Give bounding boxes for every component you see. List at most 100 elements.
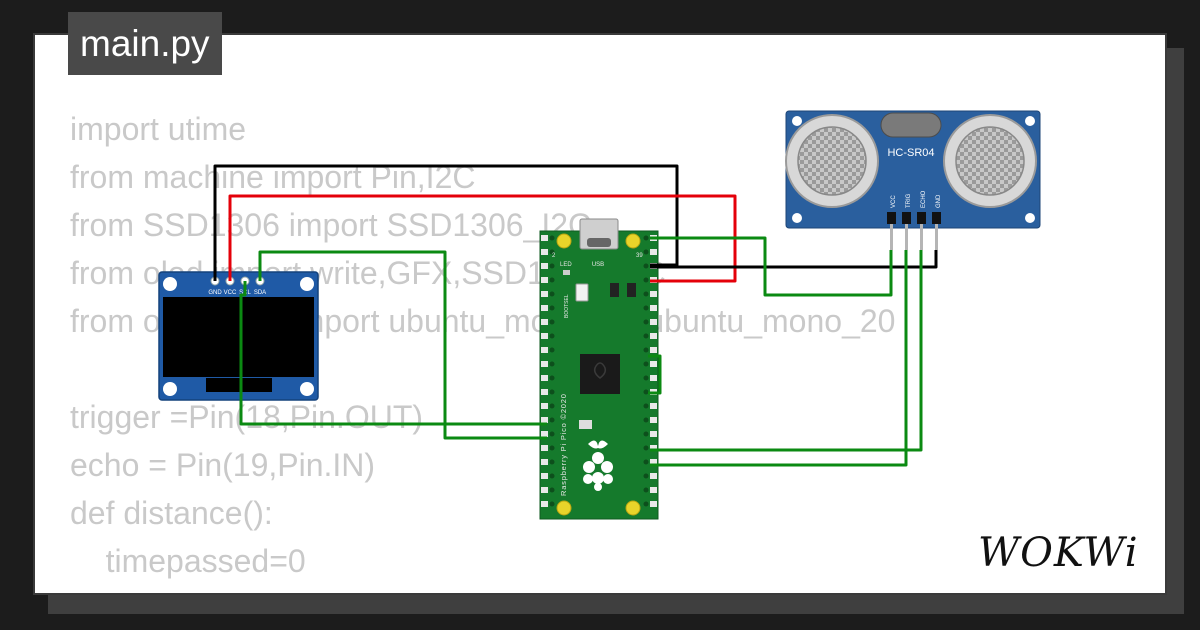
pico-pin-left[interactable] (541, 459, 548, 465)
pico-pin-2-label: 2 (552, 253, 556, 259)
pico-mount-hole-icon (556, 500, 572, 516)
code-line: timepassed=0 (70, 543, 306, 579)
pico-pin-left[interactable] (541, 445, 548, 451)
pico-pin-left[interactable] (541, 305, 548, 311)
oled-pin-label-gnd: GND (208, 290, 222, 296)
wire-pico-jumper[interactable] (648, 354, 662, 395)
pico-pin-pad-left (549, 445, 555, 451)
pico-chip-logo-icon (593, 362, 607, 379)
pico-pin-left[interactable] (541, 487, 548, 493)
sensor-mount-hole-icon (792, 116, 802, 126)
pico-pin-right[interactable] (650, 249, 657, 255)
pico-pin-right[interactable] (650, 305, 657, 311)
wire-sensor-gnd[interactable] (650, 250, 938, 269)
code-line: def distance(): (70, 495, 273, 531)
code-line: trigger =Pin(18,Pin.OUT) (70, 399, 424, 435)
pico-pin-pad-right (643, 501, 649, 507)
pico-pin-pad-right (643, 291, 649, 297)
pico-pin-right[interactable] (650, 431, 657, 437)
code-line: signaloff=0 (70, 585, 895, 593)
pico-pin-right[interactable] (650, 417, 657, 423)
oled-screen (163, 297, 314, 377)
pico-pin-right[interactable] (650, 319, 657, 325)
pico-mount-hole-icon (556, 233, 572, 249)
pico-mount-hole-icon (625, 500, 641, 516)
oled-ribbon (206, 378, 272, 392)
file-tab[interactable]: main.py (68, 12, 222, 75)
pico-pin-pad-right (643, 459, 649, 465)
sensor-transducer-right (943, 114, 1037, 208)
wokwi-logo: WOKWi (978, 530, 1138, 574)
raspberry-logo-icon (583, 440, 613, 491)
pico-pin-right[interactable] (650, 473, 657, 479)
sensor-transducer-left (785, 114, 879, 208)
pico-pin-left[interactable] (541, 277, 548, 283)
oled-mount-hole-icon (163, 277, 177, 291)
sensor-mount-hole-icon (1025, 213, 1035, 223)
wire-oled-sda[interactable] (258, 250, 547, 440)
pico-pin-pad-left (549, 263, 555, 269)
pico-pin-pad-right (643, 487, 649, 493)
pico-pin-pad-left (549, 319, 555, 325)
pico-pin-left[interactable] (541, 263, 548, 269)
pico-pin-left[interactable] (541, 361, 548, 367)
pico-pin-right[interactable] (650, 403, 657, 409)
pico-pin-pad-right (643, 249, 649, 255)
pico-pin-pad-left (549, 249, 555, 255)
ultrasonic-sensor[interactable]: HC-SR04 VCC TRIG ECHO GND (785, 110, 1041, 250)
pico-pin-right[interactable] (650, 291, 657, 297)
oled-mount-hole-icon (300, 382, 314, 396)
pico-pin-left[interactable] (541, 501, 548, 507)
pico-pin-left[interactable] (541, 235, 548, 241)
pico-pin-pad-left (549, 361, 555, 367)
pico-pin-39-label: 39 (636, 253, 643, 259)
sensor-crystal (880, 112, 942, 138)
wire-sensor-echo[interactable] (650, 250, 923, 452)
pico-pin-pad-left (549, 473, 555, 479)
pico-pin-left[interactable] (541, 473, 548, 479)
pico-pin-right[interactable] (650, 459, 657, 465)
pico-pin-left[interactable] (541, 333, 548, 339)
pico-pin-left[interactable] (541, 249, 548, 255)
pico-pin-right[interactable] (650, 375, 657, 381)
wire-oled-gnd[interactable] (213, 164, 679, 281)
pico-bootsel-button[interactable] (575, 283, 589, 302)
oled-pin-label-vcc: VCC (224, 290, 237, 296)
pico-pin-pad-right (643, 445, 649, 451)
pico-pin-pad-left (549, 375, 555, 381)
pico-pin-right[interactable] (650, 487, 657, 493)
pico-pad (579, 420, 592, 429)
sensor-mount-hole-icon (1025, 116, 1035, 126)
pico-pin-left[interactable] (541, 375, 548, 381)
pico-pin-pad-right (643, 263, 649, 269)
pico-pin-right[interactable] (650, 347, 657, 353)
pico-pin-right[interactable] (650, 361, 657, 367)
pico-led-label: LED (560, 262, 572, 268)
pico-pin-left[interactable] (541, 403, 548, 409)
wire-sensor-trig[interactable] (650, 250, 908, 467)
pico-usb-port-icon (587, 238, 611, 247)
pico-pin-left[interactable] (541, 347, 548, 353)
pico-pin-right[interactable] (650, 445, 657, 451)
pico-mount-hole-icon (625, 233, 641, 249)
pico-pin-pad-right (643, 389, 649, 395)
sensor-pin-label-vcc: VCC (891, 195, 897, 208)
oled-display[interactable]: GND VCC SCL SDA (158, 271, 319, 401)
pico-pin-left[interactable] (541, 417, 548, 423)
pico-pin-left[interactable] (541, 431, 548, 437)
wire-oled-scl[interactable] (239, 281, 547, 426)
pico-board[interactable]: USB 2 39 LED BOOTSEL Raspberry Pi Pico ©… (539, 218, 659, 520)
pico-pin-pad-right (643, 417, 649, 423)
pico-pin-pad-left (549, 347, 555, 353)
pico-rp2040-chip (580, 354, 620, 394)
pico-pin-right[interactable] (650, 501, 657, 507)
pico-pin-right[interactable] (650, 333, 657, 339)
wire-oled-vcc[interactable] (228, 194, 737, 283)
pico-pin-left[interactable] (541, 319, 548, 325)
sensor-pin-label-echo: ECHO (921, 190, 927, 208)
pico-pin-left[interactable] (541, 291, 548, 297)
sensor-header-pins (887, 212, 941, 250)
wire-sensor-vcc[interactable] (650, 236, 893, 297)
pico-pin-left[interactable] (541, 389, 548, 395)
